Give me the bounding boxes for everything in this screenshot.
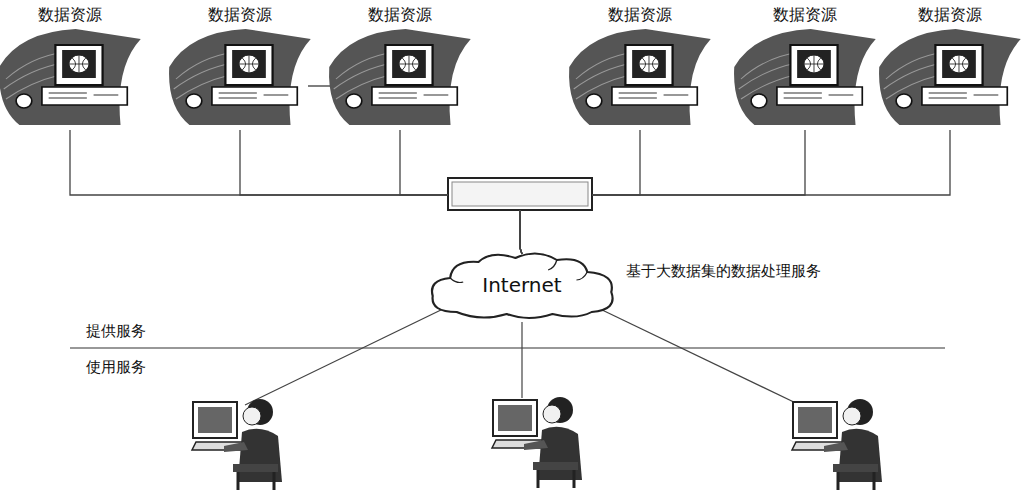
node-label: 数据资源 xyxy=(877,5,1023,25)
data-resource-computer: 数据资源 xyxy=(732,5,878,130)
section-label: 使用服务 xyxy=(84,358,148,377)
service-description: 基于大数据集的数据处理服务 xyxy=(624,262,823,281)
cloud-label: Internet xyxy=(424,250,620,320)
network-connector xyxy=(520,130,950,254)
computer-icon xyxy=(567,27,713,127)
data-resource-computer: 数据资源 xyxy=(167,5,313,130)
computer-icon xyxy=(327,27,473,127)
section-label: 提供服务 xyxy=(84,322,148,341)
computer-icon xyxy=(877,27,1023,127)
data-resource-computer: 数据资源 xyxy=(567,5,713,130)
network-connector xyxy=(70,130,522,254)
network-connector xyxy=(520,130,640,254)
node-label: 数据资源 xyxy=(732,5,878,25)
node-label: 数据资源 xyxy=(567,5,713,25)
network-connector xyxy=(520,130,805,254)
node-label: 数据资源 xyxy=(167,5,313,25)
network-connector xyxy=(400,130,522,254)
computer-icon xyxy=(167,27,313,127)
network-connector xyxy=(240,130,522,254)
computer-icon xyxy=(732,27,878,127)
computer-icon xyxy=(0,27,143,127)
data-resource-computer: 数据资源 xyxy=(327,5,473,130)
data-resource-computer: 数据资源 xyxy=(877,5,1023,130)
node-label: 数据资源 xyxy=(327,5,473,25)
internet-cloud: Internet xyxy=(424,250,620,320)
data-resource-computer: 数据资源 xyxy=(0,5,143,130)
node-label: 数据资源 xyxy=(0,5,143,25)
